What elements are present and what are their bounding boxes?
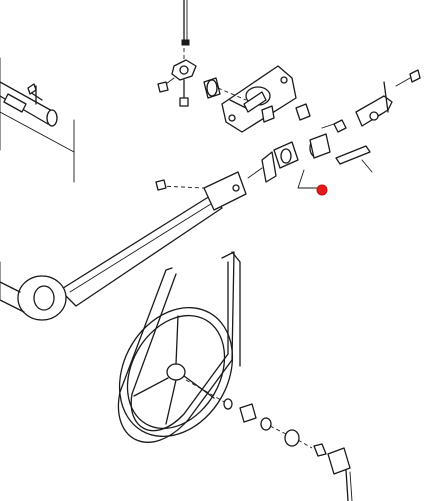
left-shaft-assembly bbox=[0, 57, 75, 183]
pulley bbox=[118, 306, 234, 438]
pulley-hardware bbox=[223, 398, 353, 501]
highlight-marker[interactable] bbox=[316, 184, 328, 196]
mounting-plate bbox=[203, 65, 311, 133]
pivot-bracket bbox=[157, 48, 197, 107]
top-cable bbox=[181, 0, 190, 46]
tube-hub bbox=[0, 261, 67, 321]
center-clamp bbox=[261, 133, 373, 189]
v-belt bbox=[117, 251, 241, 443]
upper-right-arm bbox=[321, 69, 421, 133]
control-tube bbox=[59, 167, 263, 307]
